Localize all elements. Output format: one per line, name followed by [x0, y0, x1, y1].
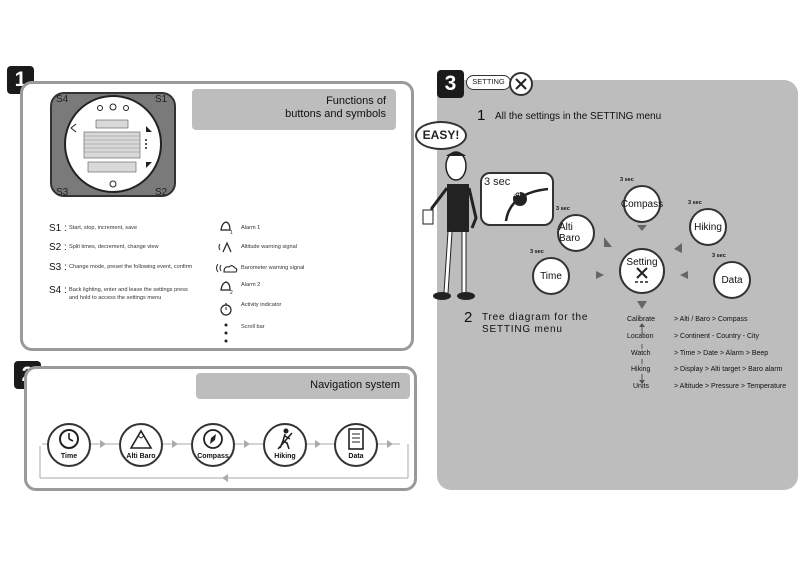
scroll-bar-icon	[224, 323, 228, 343]
corner-label-s3: S3	[56, 187, 69, 198]
button-desc-s4-line2: and hold to access the settings menu	[69, 295, 162, 301]
compass-icon	[203, 429, 223, 449]
cartoon-man-icon	[422, 151, 478, 300]
nav-item-data[interactable]	[334, 423, 378, 467]
functions-banner: Functions of buttons and symbols	[192, 89, 396, 130]
step2-number: 2	[464, 309, 473, 326]
node-tag-time: 3 sec	[530, 249, 544, 255]
stopwatch-icon	[220, 303, 232, 316]
setting-tools-icon	[635, 267, 649, 283]
nav-label-alti-baro: Alti Baro	[126, 453, 156, 460]
tree-path-calibrate: > Alti / Baro > Compass	[674, 316, 748, 323]
tree-name-hiking: Hiking	[631, 366, 651, 373]
node-tag-alti: 3 sec	[556, 206, 570, 212]
functions-banner-line1: Functions of	[326, 95, 386, 107]
section-3-number: 3	[437, 70, 464, 98]
navigation-banner: Navigation system	[196, 373, 410, 399]
step2-text-line1: Tree diagram for the	[482, 312, 589, 323]
tools-icon	[515, 78, 527, 90]
setting-tag: SETTING	[466, 75, 511, 90]
node-tag-compass: 3 sec	[620, 177, 634, 183]
step1-text: All the settings in the SETTING menu	[495, 111, 662, 122]
bell-1-icon: 1	[220, 221, 233, 234]
tree-name-calibrate: Calibrate	[627, 316, 656, 323]
s4-press-icon	[504, 187, 549, 222]
tree-name-units: Units	[633, 383, 649, 390]
press-duration: 3 sec	[484, 176, 511, 188]
button-desc-s4-line1: Back lighting, enter and leave the setti…	[69, 287, 188, 293]
node-time[interactable]: Time	[532, 257, 570, 295]
press-button-label: S4	[512, 191, 521, 198]
corner-label-s4: S4	[56, 94, 69, 105]
nav-label-time: Time	[60, 453, 78, 460]
node-data[interactable]: Data	[713, 261, 751, 299]
node-setting[interactable]: Setting	[619, 248, 665, 294]
svg-text:1: 1	[230, 230, 233, 234]
node-tag-hiking: 3 sec	[688, 200, 702, 206]
tree-name-location: Location	[627, 333, 654, 340]
mountain-icon	[129, 429, 153, 449]
symbol-desc-activity: Activity indicator	[241, 302, 282, 308]
button-key-s4: S4 :	[49, 285, 67, 296]
tree-path-hiking: > Display > Alti target > Baro alarm	[674, 366, 783, 373]
node-hiking[interactable]: Hiking	[689, 208, 727, 246]
symbol-desc-scroll: Scroll bar	[241, 324, 265, 330]
bell-2-icon: 2	[220, 281, 233, 294]
tree-name-watch: Watch	[631, 350, 651, 357]
hiker-icon	[277, 428, 293, 450]
step2-text-line2: SETTING menu	[482, 324, 563, 335]
node-alti-baro[interactable]: Alti Baro	[557, 214, 595, 252]
tree-arrows	[596, 225, 688, 309]
barometer-warning-icon	[216, 263, 238, 273]
button-desc-s3: Change mode, preset the following event,…	[69, 264, 193, 270]
tree-path-units: > Altitude > Pressure > Temperature	[674, 383, 787, 390]
clock-icon	[59, 429, 79, 449]
symbol-desc-alarm2: Alarm 2	[241, 282, 261, 288]
node-compass[interactable]: Compass	[621, 185, 663, 223]
symbol-desc-altitude: Altitude warning signal	[241, 244, 297, 250]
tree-path-location: > Continent - Country - City	[674, 333, 760, 340]
nav-label-compass: Compass	[197, 453, 229, 460]
tree-path-watch: > Time > Date > Alarm > Beep	[674, 350, 769, 357]
watch-dial-icon	[64, 95, 162, 193]
button-desc-s2: Split times, decrement, change view	[69, 244, 159, 250]
button-key-s3: S3 :	[49, 262, 67, 273]
button-key-s1: S1 :	[49, 223, 67, 234]
symbol-desc-barometer: Barometer warning signal	[241, 265, 305, 271]
corner-label-s2: S2	[155, 187, 168, 198]
document-icon	[348, 428, 364, 450]
node-tag-data: 3 sec	[712, 253, 726, 259]
button-key-s2: S2 :	[49, 242, 67, 253]
svg-text:2: 2	[230, 290, 233, 294]
functions-banner-line2: buttons and symbols	[285, 108, 386, 120]
tree-connector	[639, 323, 645, 384]
altitude-warning-icon	[218, 241, 232, 253]
step2-text: Tree diagram for the SETTING menu	[482, 312, 612, 336]
symbol-desc-alarm1: Alarm 1	[241, 225, 261, 231]
nav-label-data: Data	[348, 453, 364, 460]
nav-label-hiking: Hiking	[274, 453, 296, 460]
button-desc-s1: Start, stop, increment, save	[69, 225, 138, 231]
step1-number: 1	[477, 107, 486, 124]
easy-bubble: EASY!	[415, 121, 467, 150]
corner-label-s1: S1	[155, 94, 168, 105]
button-desc-s4: Back lighting, enter and leave the setti…	[69, 286, 188, 302]
